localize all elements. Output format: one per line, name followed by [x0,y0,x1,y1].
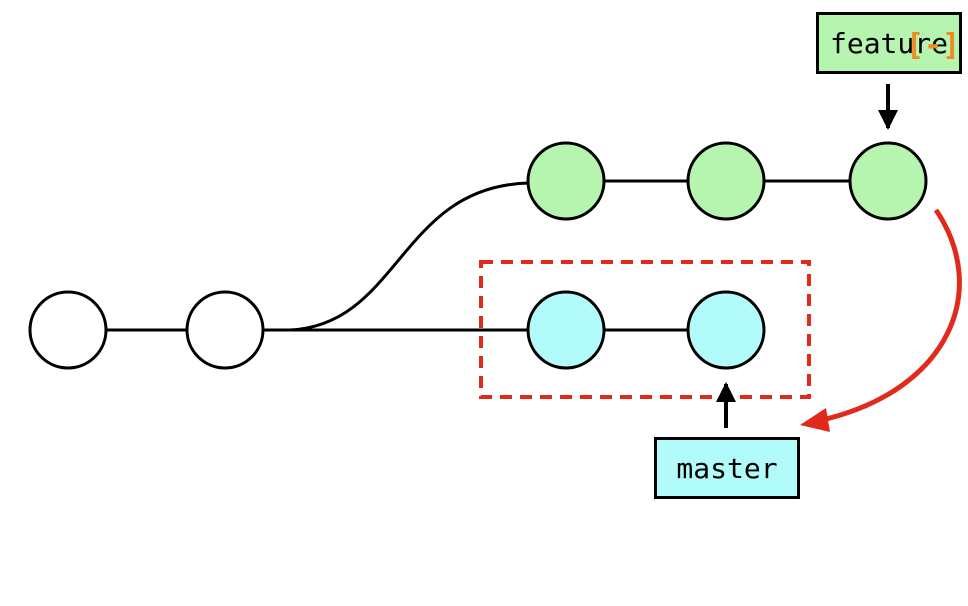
rebase-arrow [821,208,962,423]
master-commit-2 [686,290,766,370]
feature-branch-label: feature [816,12,962,74]
master-branch-label: master [654,437,800,499]
master-commit-1 [526,290,606,370]
rebase-logo-icon: [-] [906,28,961,63]
edge-base2-feature1 [289,181,531,332]
highlight-box [479,260,811,399]
feature-label-text: feature [829,26,948,60]
feature-commit-1 [526,141,606,221]
feature-commit-3 [848,141,928,221]
master-label-text: master [676,451,778,485]
base-commit-1 [28,290,108,370]
rebase-arrowhead [800,408,830,432]
base-commit-2 [185,290,265,370]
feature-commit-2 [686,141,766,221]
